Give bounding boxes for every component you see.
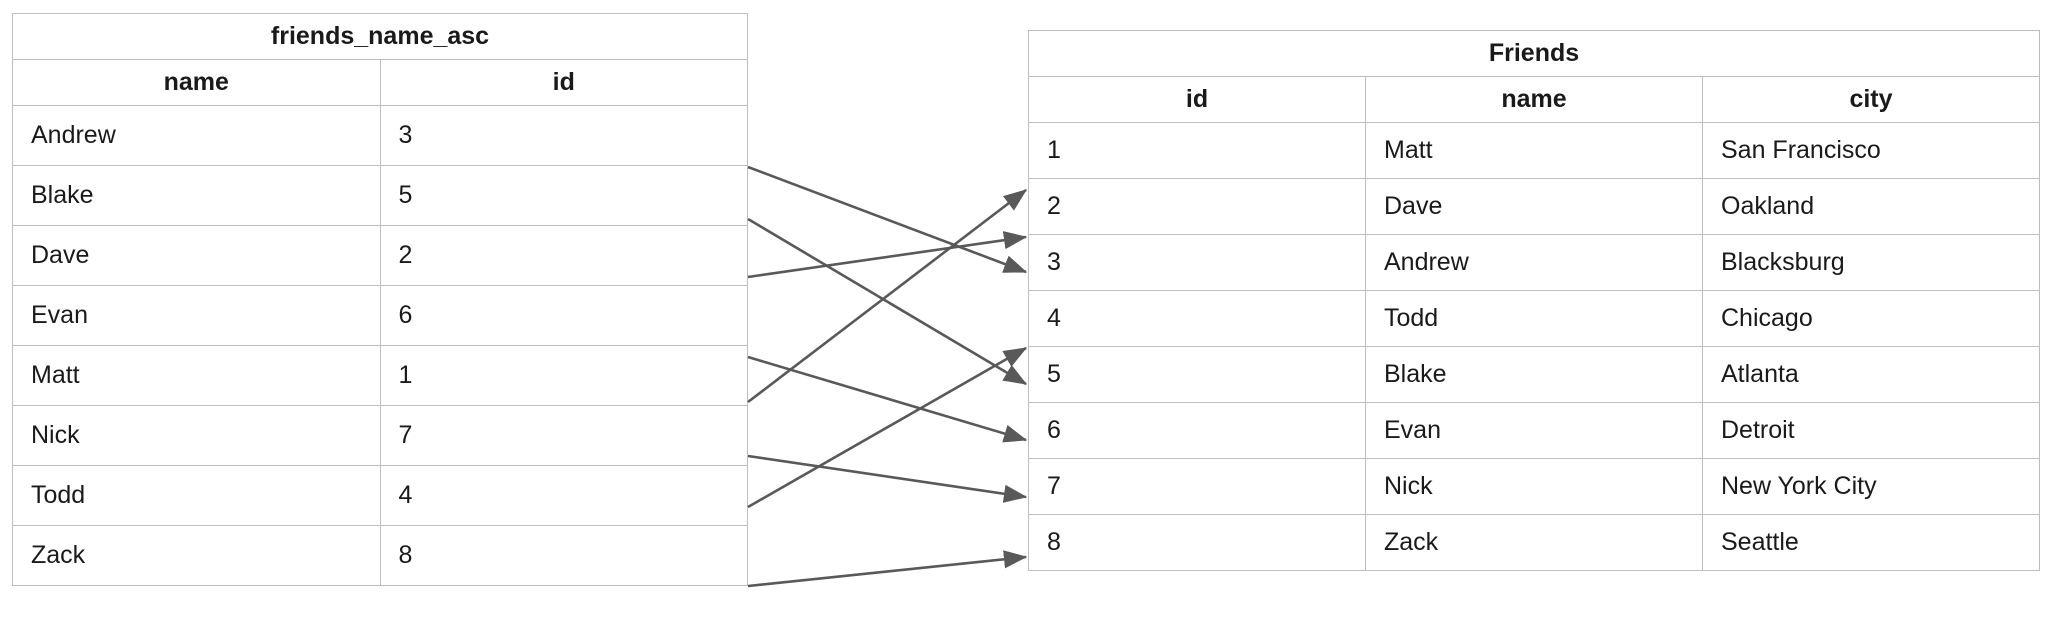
mapping-arrow-evan-to-id-6 bbox=[747, 355, 1028, 443]
right-cell-id: 1 bbox=[1028, 122, 1366, 179]
right-cell-id: 7 bbox=[1028, 458, 1366, 515]
table-row: Evan 6 bbox=[12, 285, 748, 346]
table-row: Nick 7 bbox=[12, 405, 748, 466]
mapping-arrow-todd-to-id-4 bbox=[747, 346, 1028, 509]
mapping-arrow-matt-to-id-1 bbox=[747, 188, 1028, 404]
right-cell-city: San Francisco bbox=[1702, 122, 2040, 179]
right-cell-city: Oakland bbox=[1702, 178, 2040, 235]
left-table-title: friends_name_asc bbox=[12, 13, 748, 60]
left-cell-name: Nick bbox=[12, 405, 381, 466]
left-cell-name: Andrew bbox=[12, 105, 381, 166]
left-cell-name: Evan bbox=[12, 285, 381, 346]
left-cell-id: 2 bbox=[379, 225, 748, 286]
left-table-head: friends_name_asc name id bbox=[12, 13, 748, 106]
table-row: Zack 8 bbox=[12, 525, 748, 586]
right-column-header-city: city bbox=[1702, 76, 2040, 123]
right-cell-city: Seattle bbox=[1702, 514, 2040, 571]
right-cell-id: 2 bbox=[1028, 178, 1366, 235]
table-row: Blake 5 bbox=[12, 165, 748, 226]
right-cell-id: 5 bbox=[1028, 346, 1366, 403]
left-cell-name: Blake bbox=[12, 165, 381, 226]
mapping-arrow-nick-to-id-7 bbox=[747, 454, 1028, 503]
right-cell-name: Blake bbox=[1365, 346, 1703, 403]
left-table-title-row: friends_name_asc bbox=[12, 13, 748, 60]
right-table-title: Friends bbox=[1028, 30, 2040, 77]
right-table-body: 1 Matt San Francisco 2 Dave Oakland 3 An… bbox=[1028, 122, 2040, 571]
right-cell-name: Dave bbox=[1365, 178, 1703, 235]
right-cell-city: New York City bbox=[1702, 458, 2040, 515]
left-table-friends-name-asc: friends_name_asc name id Andrew 3 Blake … bbox=[12, 13, 748, 586]
right-table-friends: Friends id name city 1 Matt San Francisc… bbox=[1028, 30, 2040, 571]
right-cell-id: 4 bbox=[1028, 290, 1366, 347]
table-row: 2 Dave Oakland bbox=[1028, 178, 2040, 235]
left-cell-name: Todd bbox=[12, 465, 381, 526]
right-cell-name: Todd bbox=[1365, 290, 1703, 347]
right-cell-city: Detroit bbox=[1702, 402, 2040, 459]
table-row: Matt 1 bbox=[12, 345, 748, 406]
right-cell-name: Evan bbox=[1365, 402, 1703, 459]
left-cell-id: 6 bbox=[379, 285, 748, 346]
mapping-arrow-blake-to-id-5 bbox=[747, 217, 1028, 386]
right-table-head: Friends id name city bbox=[1028, 30, 2040, 123]
right-cell-id: 6 bbox=[1028, 402, 1366, 459]
table-row: Dave 2 bbox=[12, 225, 748, 286]
left-cell-name: Zack bbox=[12, 525, 381, 586]
left-table-column-header-row: name id bbox=[12, 59, 748, 106]
right-cell-city: Blacksburg bbox=[1702, 234, 2040, 291]
right-cell-name: Matt bbox=[1365, 122, 1703, 179]
left-column-header-name: name bbox=[12, 59, 381, 106]
table-row: 4 Todd Chicago bbox=[1028, 290, 2040, 347]
right-cell-city: Atlanta bbox=[1702, 346, 2040, 403]
left-cell-id: 1 bbox=[379, 345, 748, 406]
table-row: 8 Zack Seattle bbox=[1028, 514, 2040, 571]
table-row: 3 Andrew Blacksburg bbox=[1028, 234, 2040, 291]
left-cell-id: 4 bbox=[379, 465, 748, 526]
table-row: Andrew 3 bbox=[12, 105, 748, 166]
right-cell-city: Chicago bbox=[1702, 290, 2040, 347]
left-table-body: Andrew 3 Blake 5 Dave 2 Evan 6 Matt 1 Ni… bbox=[12, 105, 748, 586]
left-cell-id: 3 bbox=[379, 105, 748, 166]
right-column-header-id: id bbox=[1028, 76, 1366, 123]
table-row: 5 Blake Atlanta bbox=[1028, 346, 2040, 403]
right-cell-id: 8 bbox=[1028, 514, 1366, 571]
right-cell-id: 3 bbox=[1028, 234, 1366, 291]
table-row: 7 Nick New York City bbox=[1028, 458, 2040, 515]
right-cell-name: Andrew bbox=[1365, 234, 1703, 291]
table-row: Todd 4 bbox=[12, 465, 748, 526]
right-table-title-row: Friends bbox=[1028, 30, 2040, 77]
right-cell-name: Nick bbox=[1365, 458, 1703, 515]
left-column-header-id: id bbox=[379, 59, 748, 106]
right-column-header-name: name bbox=[1365, 76, 1703, 123]
table-row: 1 Matt San Francisco bbox=[1028, 122, 2040, 179]
right-table-column-header-row: id name city bbox=[1028, 76, 2040, 123]
mapping-arrow-andrew-to-id-3 bbox=[747, 165, 1028, 274]
mapping-arrow-zack-to-id-8 bbox=[747, 550, 1028, 588]
left-cell-id: 8 bbox=[379, 525, 748, 586]
table-row: 6 Evan Detroit bbox=[1028, 402, 2040, 459]
mapping-arrows bbox=[747, 165, 1028, 588]
left-cell-name: Dave bbox=[12, 225, 381, 286]
right-cell-name: Zack bbox=[1365, 514, 1703, 571]
mapping-arrow-dave-to-id-2 bbox=[747, 231, 1028, 279]
left-cell-id: 7 bbox=[379, 405, 748, 466]
left-cell-id: 5 bbox=[379, 165, 748, 226]
left-cell-name: Matt bbox=[12, 345, 381, 406]
